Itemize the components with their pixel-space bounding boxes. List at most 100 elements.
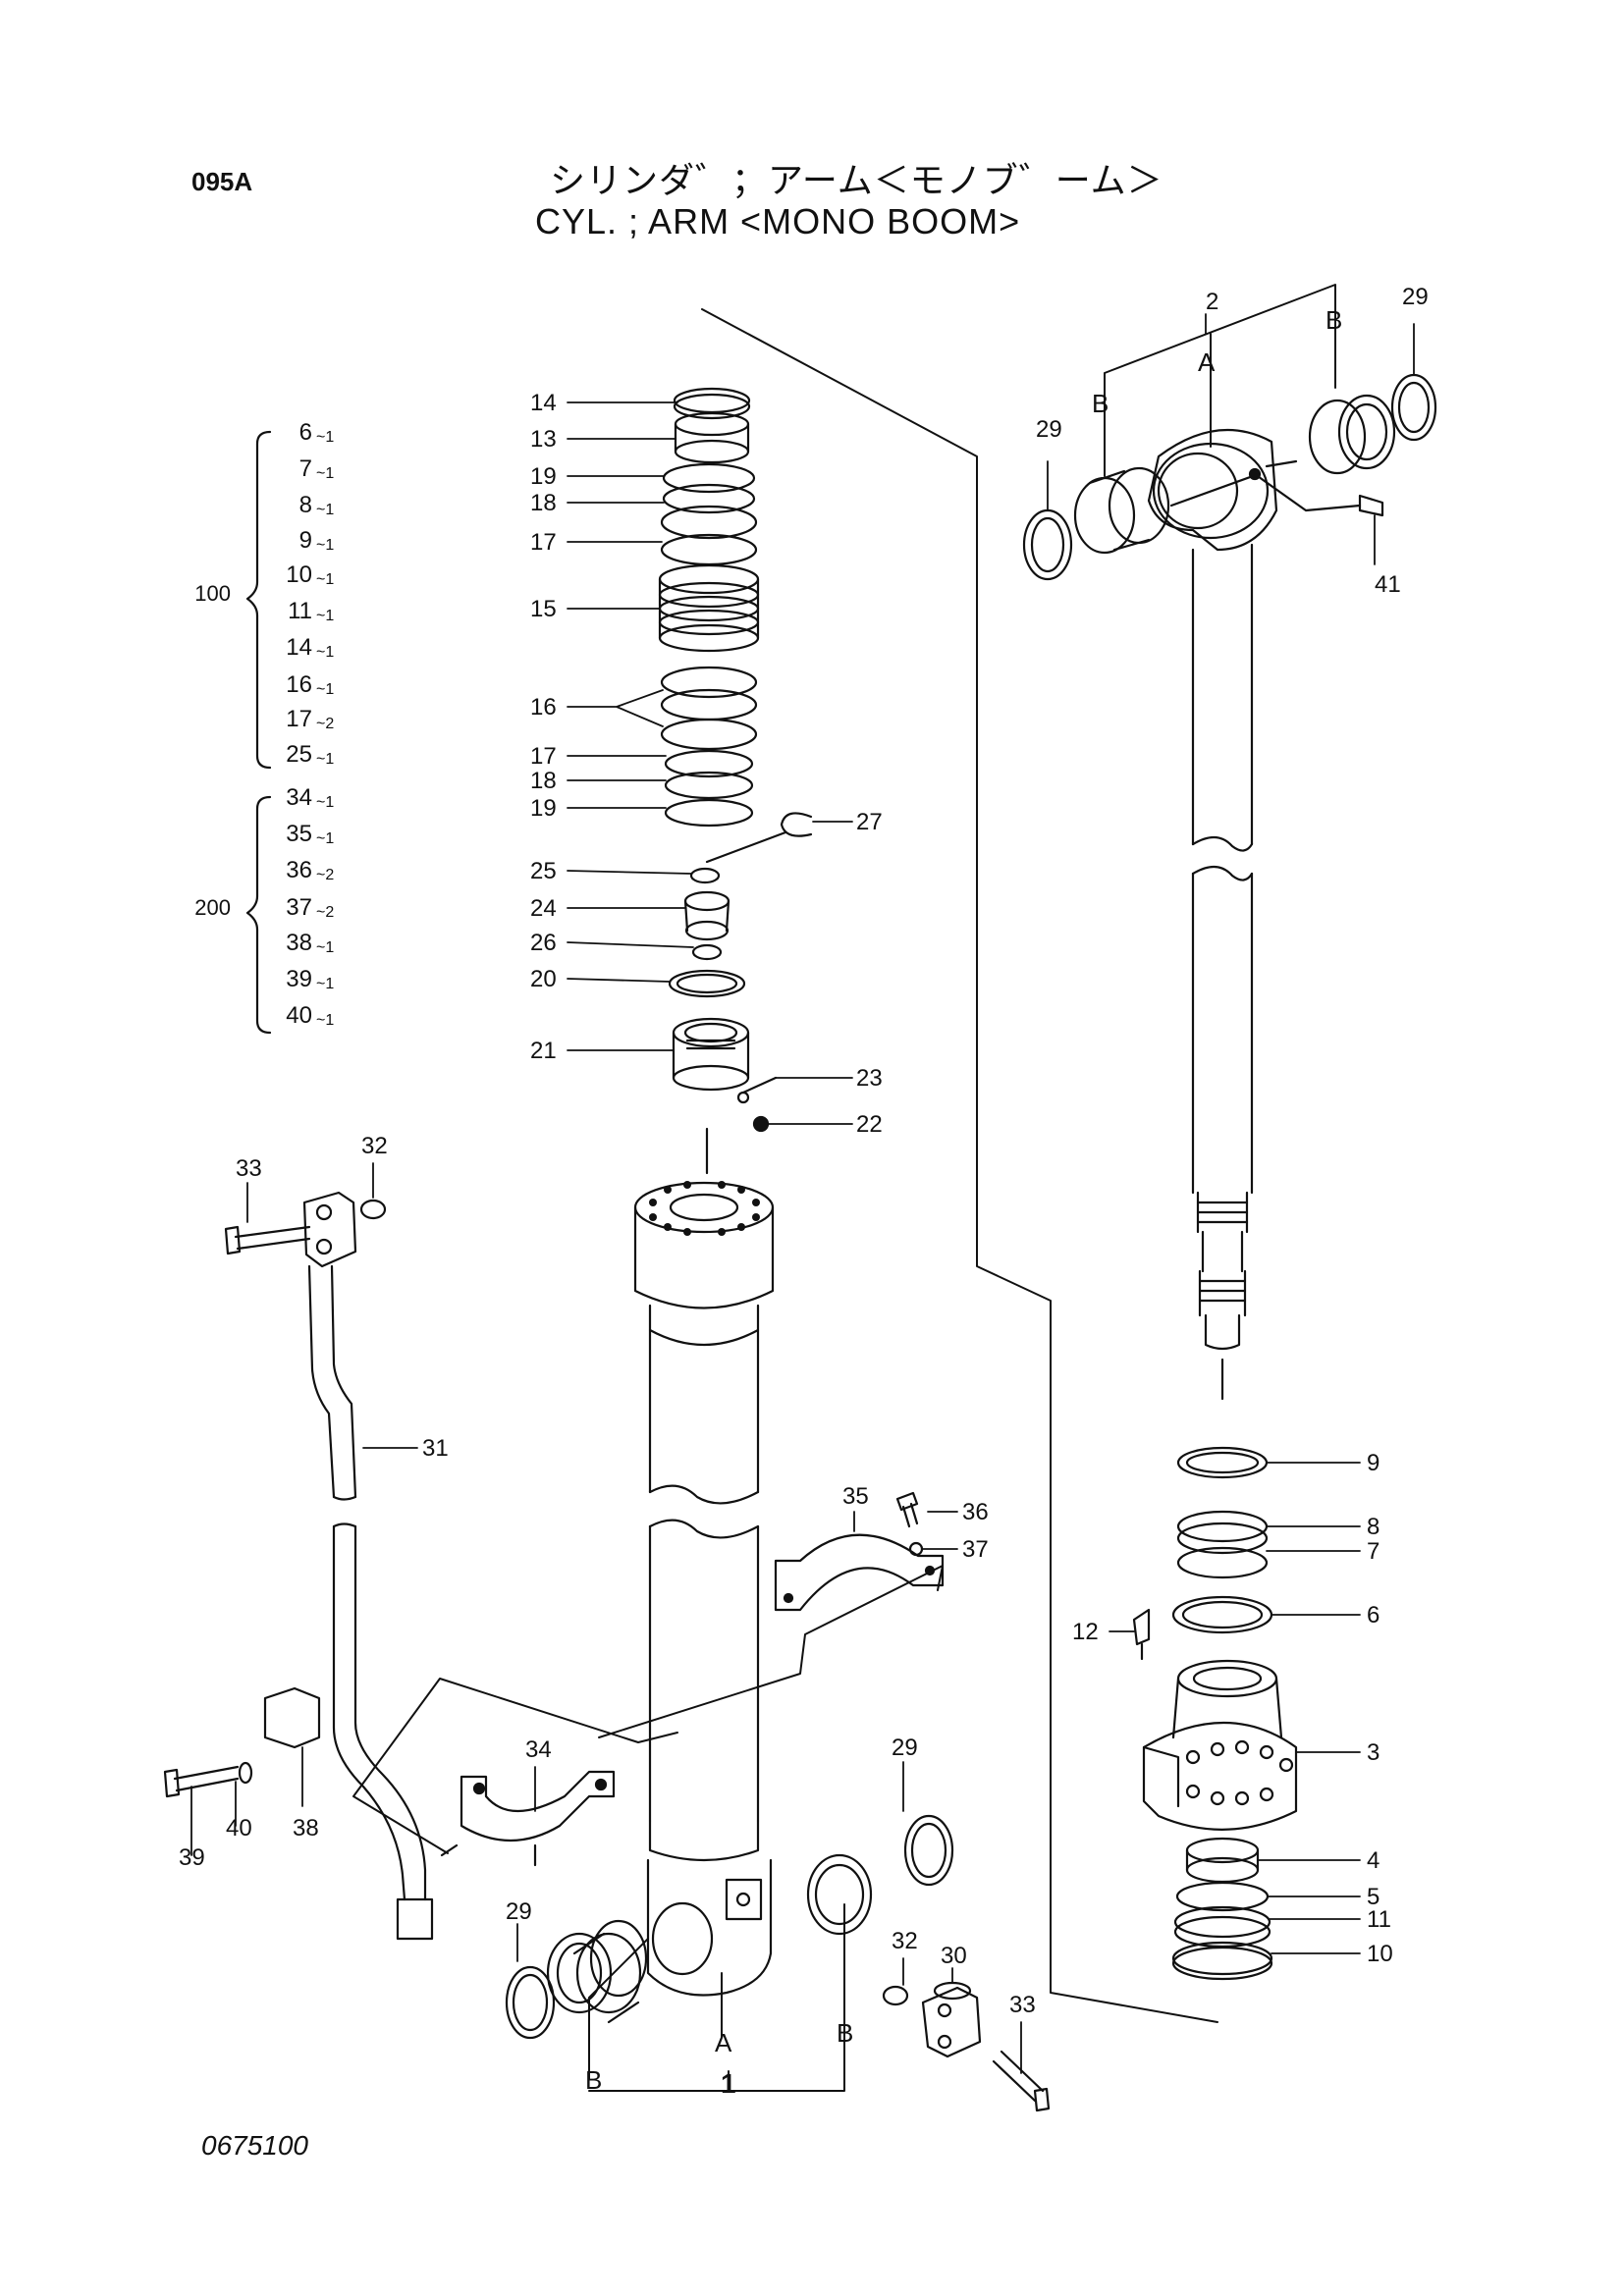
callout-32b: 32 [892,1928,918,1954]
callout-34: 34 [525,1736,552,1763]
callout-21: 21 [530,1038,557,1064]
kit-100-qty: ~1 [316,537,334,554]
marker-tubeA: A [715,2028,732,2057]
callout-17b: 17 [530,743,557,770]
callout-12: 12 [1072,1619,1099,1645]
callout-30: 30 [941,1943,967,1969]
kit-200-qty: ~1 [316,976,334,992]
callout-25: 25 [530,858,557,884]
kit-100-qty: ~1 [316,751,334,768]
kit-100-part: 6 [299,419,312,446]
kit-200-part: 34 [286,784,312,811]
kit-200-qty: ~1 [316,794,334,811]
bottom-flange [882,1981,1051,2112]
title-english: CYL. ; ARM <MONO BOOM> [535,201,1021,241]
callout-20: 20 [530,966,557,992]
piston-parts-stack [658,387,813,1175]
callout-38: 38 [293,1815,319,1842]
cylinder-tube [633,1181,775,1997]
callout-5: 5 [1367,1884,1380,1910]
kit-200-part: 36 [286,857,312,883]
callout-29a: 29 [1036,416,1062,443]
callout-27: 27 [856,809,883,835]
kit-200-part: 37 [286,894,312,921]
callout-19a: 19 [530,463,557,490]
marker-rodA: A [1198,347,1216,377]
kit-200-part: 38 [286,930,312,956]
callout-24: 24 [530,895,557,922]
kit-100-label: 100 [194,581,231,606]
callout-7: 7 [1367,1538,1380,1565]
callout-33b: 33 [1009,1992,1036,2018]
callout-10: 10 [1367,1941,1393,1967]
kit-100-qty: ~1 [316,644,334,661]
kit-100-part: 17 [286,706,312,732]
callout-15: 15 [530,596,557,622]
kit-100-qty: ~2 [316,716,334,732]
callout-2: 2 [1206,289,1218,315]
head-seals [1171,1837,1273,1981]
callout-9: 9 [1367,1450,1380,1476]
callout-39: 39 [179,1844,205,1871]
callout-29d: 29 [506,1898,532,1925]
callout-11: 11 [1367,1906,1391,1933]
kit-200-qty: ~1 [316,1012,334,1029]
callout-29c: 29 [892,1735,918,1761]
callout-6: 6 [1367,1602,1380,1629]
kit-200-part: 39 [286,966,312,992]
cylinder-head [1132,1608,1298,1831]
callout-22: 22 [856,1111,883,1138]
callout-29b: 29 [1402,284,1429,310]
kit-100-part: 11 [288,598,312,624]
kit-200-part: 40 [286,1002,312,1029]
kit-200-part: 35 [286,821,312,847]
kit-100-qty: ~1 [316,608,334,624]
callout-13: 13 [530,426,557,453]
marker-tubeB1: B [585,2065,602,2095]
callout-37: 37 [962,1536,989,1563]
kit-100-part: 10 [286,561,312,588]
marker-rodB2: B [1325,305,1342,335]
kit-100-qty: ~1 [316,502,334,518]
leader-lines [190,313,1415,2074]
callout-17a: 17 [530,529,557,556]
callout-1: 1 [721,2068,736,2099]
kit-200-bracket [245,795,272,1035]
kit-100-qty: ~1 [316,465,334,482]
rod-seals [1171,1446,1273,1634]
callout-4: 4 [1367,1847,1380,1874]
marker-rodB1: B [1092,389,1109,418]
callout-36: 36 [962,1499,989,1525]
callout-14: 14 [530,390,557,416]
drawing-number: 0675100 [201,2130,309,2161]
kit-100-qty: ~1 [316,571,334,588]
kit-100-qty: ~1 [316,429,334,446]
kit-200-qty: ~2 [316,904,334,921]
callout-18b: 18 [530,768,557,794]
kit-100-part: 25 [286,741,312,768]
callout-33a: 33 [236,1155,262,1182]
kit-200-qty: ~1 [316,830,334,847]
kit-100-part: 9 [299,527,312,554]
callout-16: 16 [530,694,557,721]
kit-100-part: 16 [286,671,312,698]
callout-40: 40 [226,1815,252,1842]
callout-18a: 18 [530,490,557,516]
callout-23: 23 [856,1065,883,1092]
kit-200-label: 200 [194,895,231,920]
title-japanese: シリンダ゛；アーム＜モノブ゛ーム＞ [550,161,1163,201]
callout-32a: 32 [361,1133,388,1159]
kit-100-part: 14 [286,634,312,661]
callout-3: 3 [1367,1739,1380,1766]
kit-100-part: 7 [299,455,312,482]
callout-35: 35 [842,1483,869,1510]
kit-100-qty: ~1 [316,681,334,698]
callout-31: 31 [422,1435,449,1462]
kit-100-bracket [245,430,272,770]
callout-26: 26 [530,930,557,956]
tube-bushings [505,1814,954,2040]
kit-100-part: 8 [299,492,312,518]
kit-200-qty: ~1 [316,939,334,956]
kit-200-qty: ~2 [316,867,334,883]
